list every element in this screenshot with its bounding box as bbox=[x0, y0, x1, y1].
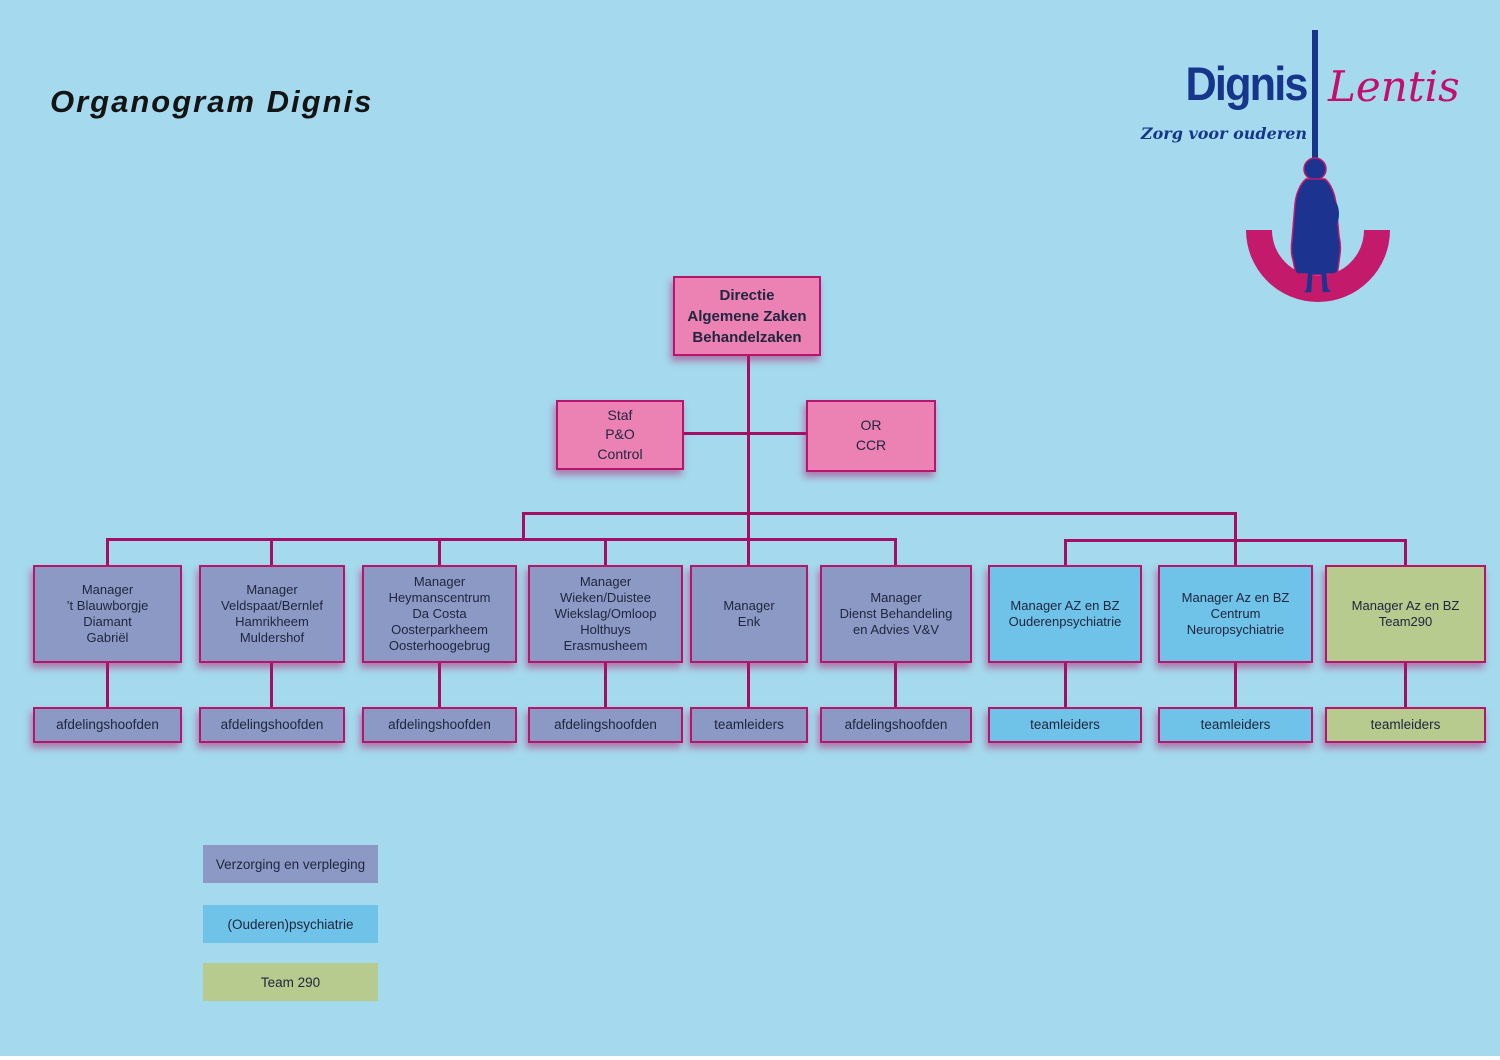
node-manager-enk: Manager Enk bbox=[690, 565, 808, 663]
legend-ouderenpsychiatrie: (Ouderen)psychiatrie bbox=[203, 905, 378, 943]
connector-line bbox=[604, 538, 607, 565]
connector-line bbox=[106, 538, 897, 541]
elderly-person-icon bbox=[1246, 157, 1390, 302]
node-sub-4: afdelingshoofden bbox=[528, 707, 683, 743]
connector-line bbox=[1234, 512, 1237, 565]
logo-dignis-wordmark: Dignis bbox=[1185, 57, 1309, 110]
node-manager-team290: Manager Az en BZ Team290 bbox=[1325, 565, 1486, 663]
legend-team-290: Team 290 bbox=[203, 963, 378, 1001]
page-title: Organogram Dignis bbox=[50, 84, 374, 119]
connector-line bbox=[522, 512, 1237, 515]
logo-lentis-wordmark: Lentis bbox=[1328, 62, 1460, 111]
node-sub-7: teamleiders bbox=[988, 707, 1142, 743]
node-manager-dienst-behandeling: Manager Dienst Behandeling en Advies V&V bbox=[820, 565, 972, 663]
node-manager-neuropsychiatrie: Manager Az en BZ Centrum Neuropsychiatri… bbox=[1158, 565, 1313, 663]
connector-line bbox=[1064, 539, 1407, 542]
connector-line bbox=[270, 538, 273, 565]
node-manager-heymanscentrum: Manager Heymanscentrum Da Costa Oosterpa… bbox=[362, 565, 517, 663]
connector-line bbox=[894, 663, 897, 707]
node-sub-2: afdelingshoofden bbox=[199, 707, 345, 743]
connector-line bbox=[604, 663, 607, 707]
logo: Dignis Lentis Zorg voor ouderen bbox=[1141, 18, 1495, 328]
connector-line bbox=[1064, 663, 1067, 707]
node-sub-3: afdelingshoofden bbox=[362, 707, 517, 743]
node-sub-8: teamleiders bbox=[1158, 707, 1313, 743]
node-manager-wieken: Manager Wieken/Duistee Wiekslag/Omloop H… bbox=[528, 565, 683, 663]
node-or-ccr: OR CCR bbox=[806, 400, 936, 472]
connector-line bbox=[747, 356, 750, 565]
connector-line bbox=[684, 432, 806, 435]
legend-verzorging-en-verpleging: Verzorging en verpleging bbox=[203, 845, 378, 883]
node-sub-1: afdelingshoofden bbox=[33, 707, 182, 743]
connector-line bbox=[438, 663, 441, 707]
connector-line bbox=[522, 512, 525, 541]
connector-line bbox=[270, 663, 273, 707]
connector-line bbox=[1404, 539, 1407, 565]
connector-line bbox=[747, 663, 750, 707]
connector-line bbox=[1064, 539, 1067, 565]
node-sub-9: teamleiders bbox=[1325, 707, 1486, 743]
connector-line bbox=[106, 538, 109, 565]
node-manager-ouderenpsychiatrie: Manager AZ en BZ Ouderenpsychiatrie bbox=[988, 565, 1142, 663]
connector-line bbox=[106, 663, 109, 707]
connector-line bbox=[894, 538, 897, 565]
logo-divider bbox=[1312, 30, 1318, 158]
node-manager-veldspaat: Manager Veldspaat/Bernlef Hamrikheem Mul… bbox=[199, 565, 345, 663]
connector-line bbox=[1234, 663, 1237, 707]
node-manager-blauwborgje: Manager ’t Blauwborgje Diamant Gabriël bbox=[33, 565, 182, 663]
connector-line bbox=[1404, 663, 1407, 707]
node-sub-5: teamleiders bbox=[690, 707, 808, 743]
node-directie: Directie Algemene Zaken Behandelzaken bbox=[673, 276, 821, 356]
node-staf: Staf P&O Control bbox=[556, 400, 684, 470]
node-sub-6: afdelingshoofden bbox=[820, 707, 972, 743]
connector-line bbox=[438, 538, 441, 565]
logo-tagline: Zorg voor ouderen bbox=[1140, 124, 1307, 143]
